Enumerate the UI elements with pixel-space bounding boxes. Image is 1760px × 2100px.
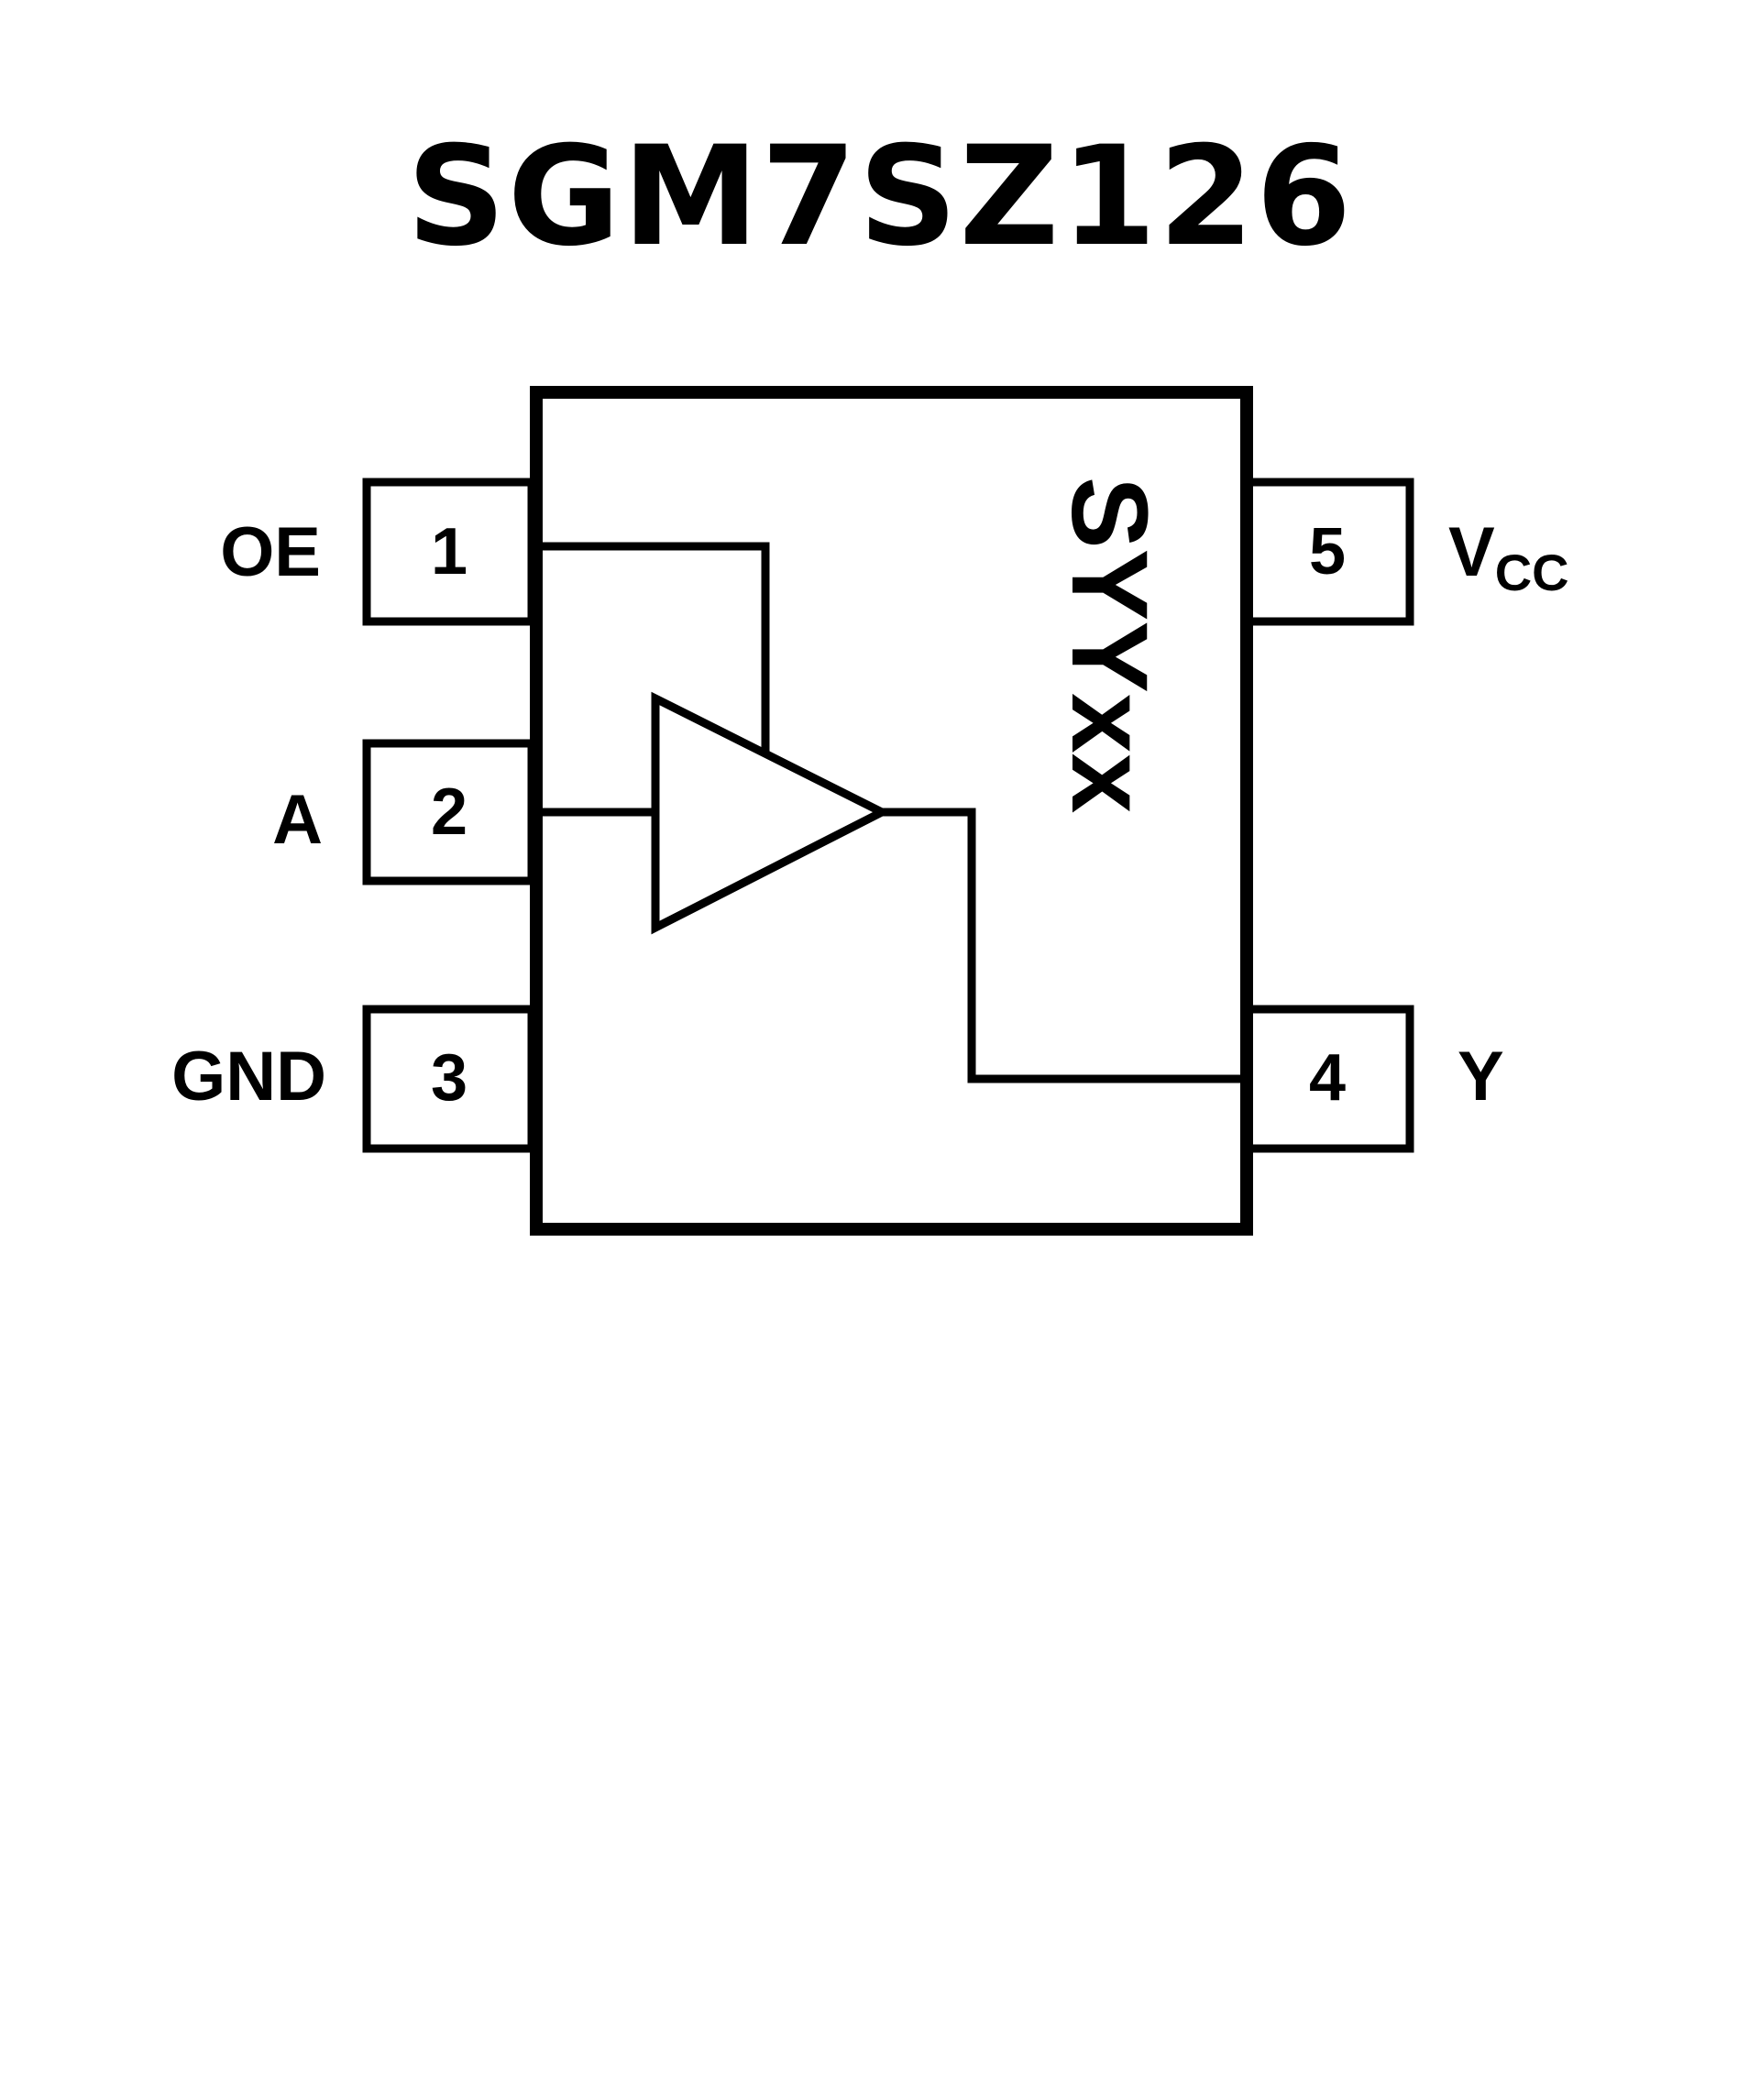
pin-3-name: GND: [171, 1038, 326, 1116]
page-title: SGM7SZ126: [406, 117, 1354, 277]
pin-1-number: 1: [431, 515, 468, 588]
pin-2-number: 2: [431, 775, 468, 849]
pin-1-name: OE: [220, 513, 321, 591]
pin-2-name: A: [272, 781, 323, 859]
buffer-triangle-symbol: [651, 691, 891, 935]
y-output-wire: [882, 808, 1240, 1083]
pin-4-number: 4: [1309, 1041, 1346, 1115]
pin-5-number: 5: [1309, 515, 1346, 588]
package-marking: SYYxx: [1049, 477, 1170, 813]
pin-5-name: VCC: [1448, 513, 1569, 601]
pin-5-name-subscript: CC: [1495, 544, 1569, 601]
pin-5-name-main: V: [1448, 513, 1495, 591]
oe-wire: [543, 542, 770, 752]
pin-4-name: Y: [1458, 1038, 1504, 1116]
pin-3-number: 3: [431, 1041, 468, 1115]
